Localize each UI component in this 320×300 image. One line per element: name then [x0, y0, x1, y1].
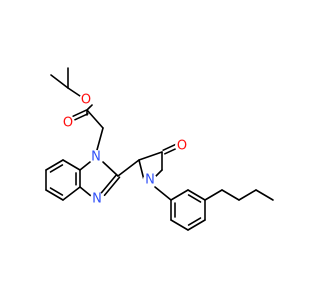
bond-n1-c7a	[79, 161, 91, 171]
bond-ar2-ar3	[170, 219, 189, 231]
bond-c5-c4-inner	[49, 187, 64, 196]
bond-c7a-c7	[62, 159, 81, 171]
bond-ar6-ar1	[170, 189, 189, 201]
svg-text:N: N	[92, 192, 102, 207]
bond-isopropyl-ch3-left	[50, 74, 69, 89]
pyrrolidinone-nitrogen-atom: N	[143, 173, 157, 188]
bond-n-c2prime	[138, 159, 145, 181]
bond-c2-n3-a	[100, 173, 118, 194]
bond-n-aryl	[154, 186, 172, 201]
bond-isopropyl-o	[67, 87, 81, 97]
bond-n3-c3a	[79, 186, 92, 197]
svg-text:O: O	[63, 116, 73, 131]
molecule-structure: O O O N N N	[45, 67, 274, 231]
bond-ch2-n1	[96, 127, 104, 151]
bond-n1-c2	[102, 161, 119, 177]
bond-c4-c3a	[62, 186, 81, 201]
bond-butyl-3	[238, 189, 257, 201]
bonds	[45, 67, 274, 231]
svg-text:N: N	[145, 173, 155, 188]
imidazole-nitrogen-1-atom: N	[89, 150, 103, 165]
bond-c7-c6	[45, 159, 64, 171]
svg-text:O: O	[81, 93, 91, 108]
bond-c-double-o-b	[72, 109, 87, 117]
bond-ar3-ar4	[187, 219, 206, 231]
bond-c5-n	[155, 169, 163, 177]
bond-ar5-ar6-inner	[187, 194, 202, 203]
imidazole-nitrogen-3-atom: N	[90, 192, 104, 207]
bond-c7-c6-inner	[49, 164, 64, 173]
bond-c5-c4	[45, 189, 64, 201]
atom-labels: O O O N N N	[61, 93, 189, 207]
bond-c-double-o-a	[74, 113, 89, 121]
bond-c3-c4prime	[138, 151, 163, 161]
bond-butyl-4	[255, 189, 274, 201]
bond-ar3-ar4-inner	[187, 217, 202, 226]
bond-carbonyl-ch2	[86, 109, 104, 129]
svg-text:O: O	[177, 139, 187, 154]
ester-oxygen-atom: O	[79, 93, 93, 108]
bond-c2-n3-b	[103, 176, 121, 197]
bond-lactam-c-double-o-b	[162, 143, 177, 151]
carbonyl-oxygen-atom: O	[61, 116, 75, 131]
bond-o-carbonyl-c	[86, 104, 93, 111]
bond-butyl-2	[221, 189, 240, 201]
lactam-oxygen-atom: O	[175, 139, 189, 154]
bond-butyl-1	[204, 189, 223, 201]
bond-ar5-ar6	[187, 189, 206, 201]
svg-text:N: N	[91, 150, 101, 165]
bond-c2-c3prime	[117, 159, 140, 177]
